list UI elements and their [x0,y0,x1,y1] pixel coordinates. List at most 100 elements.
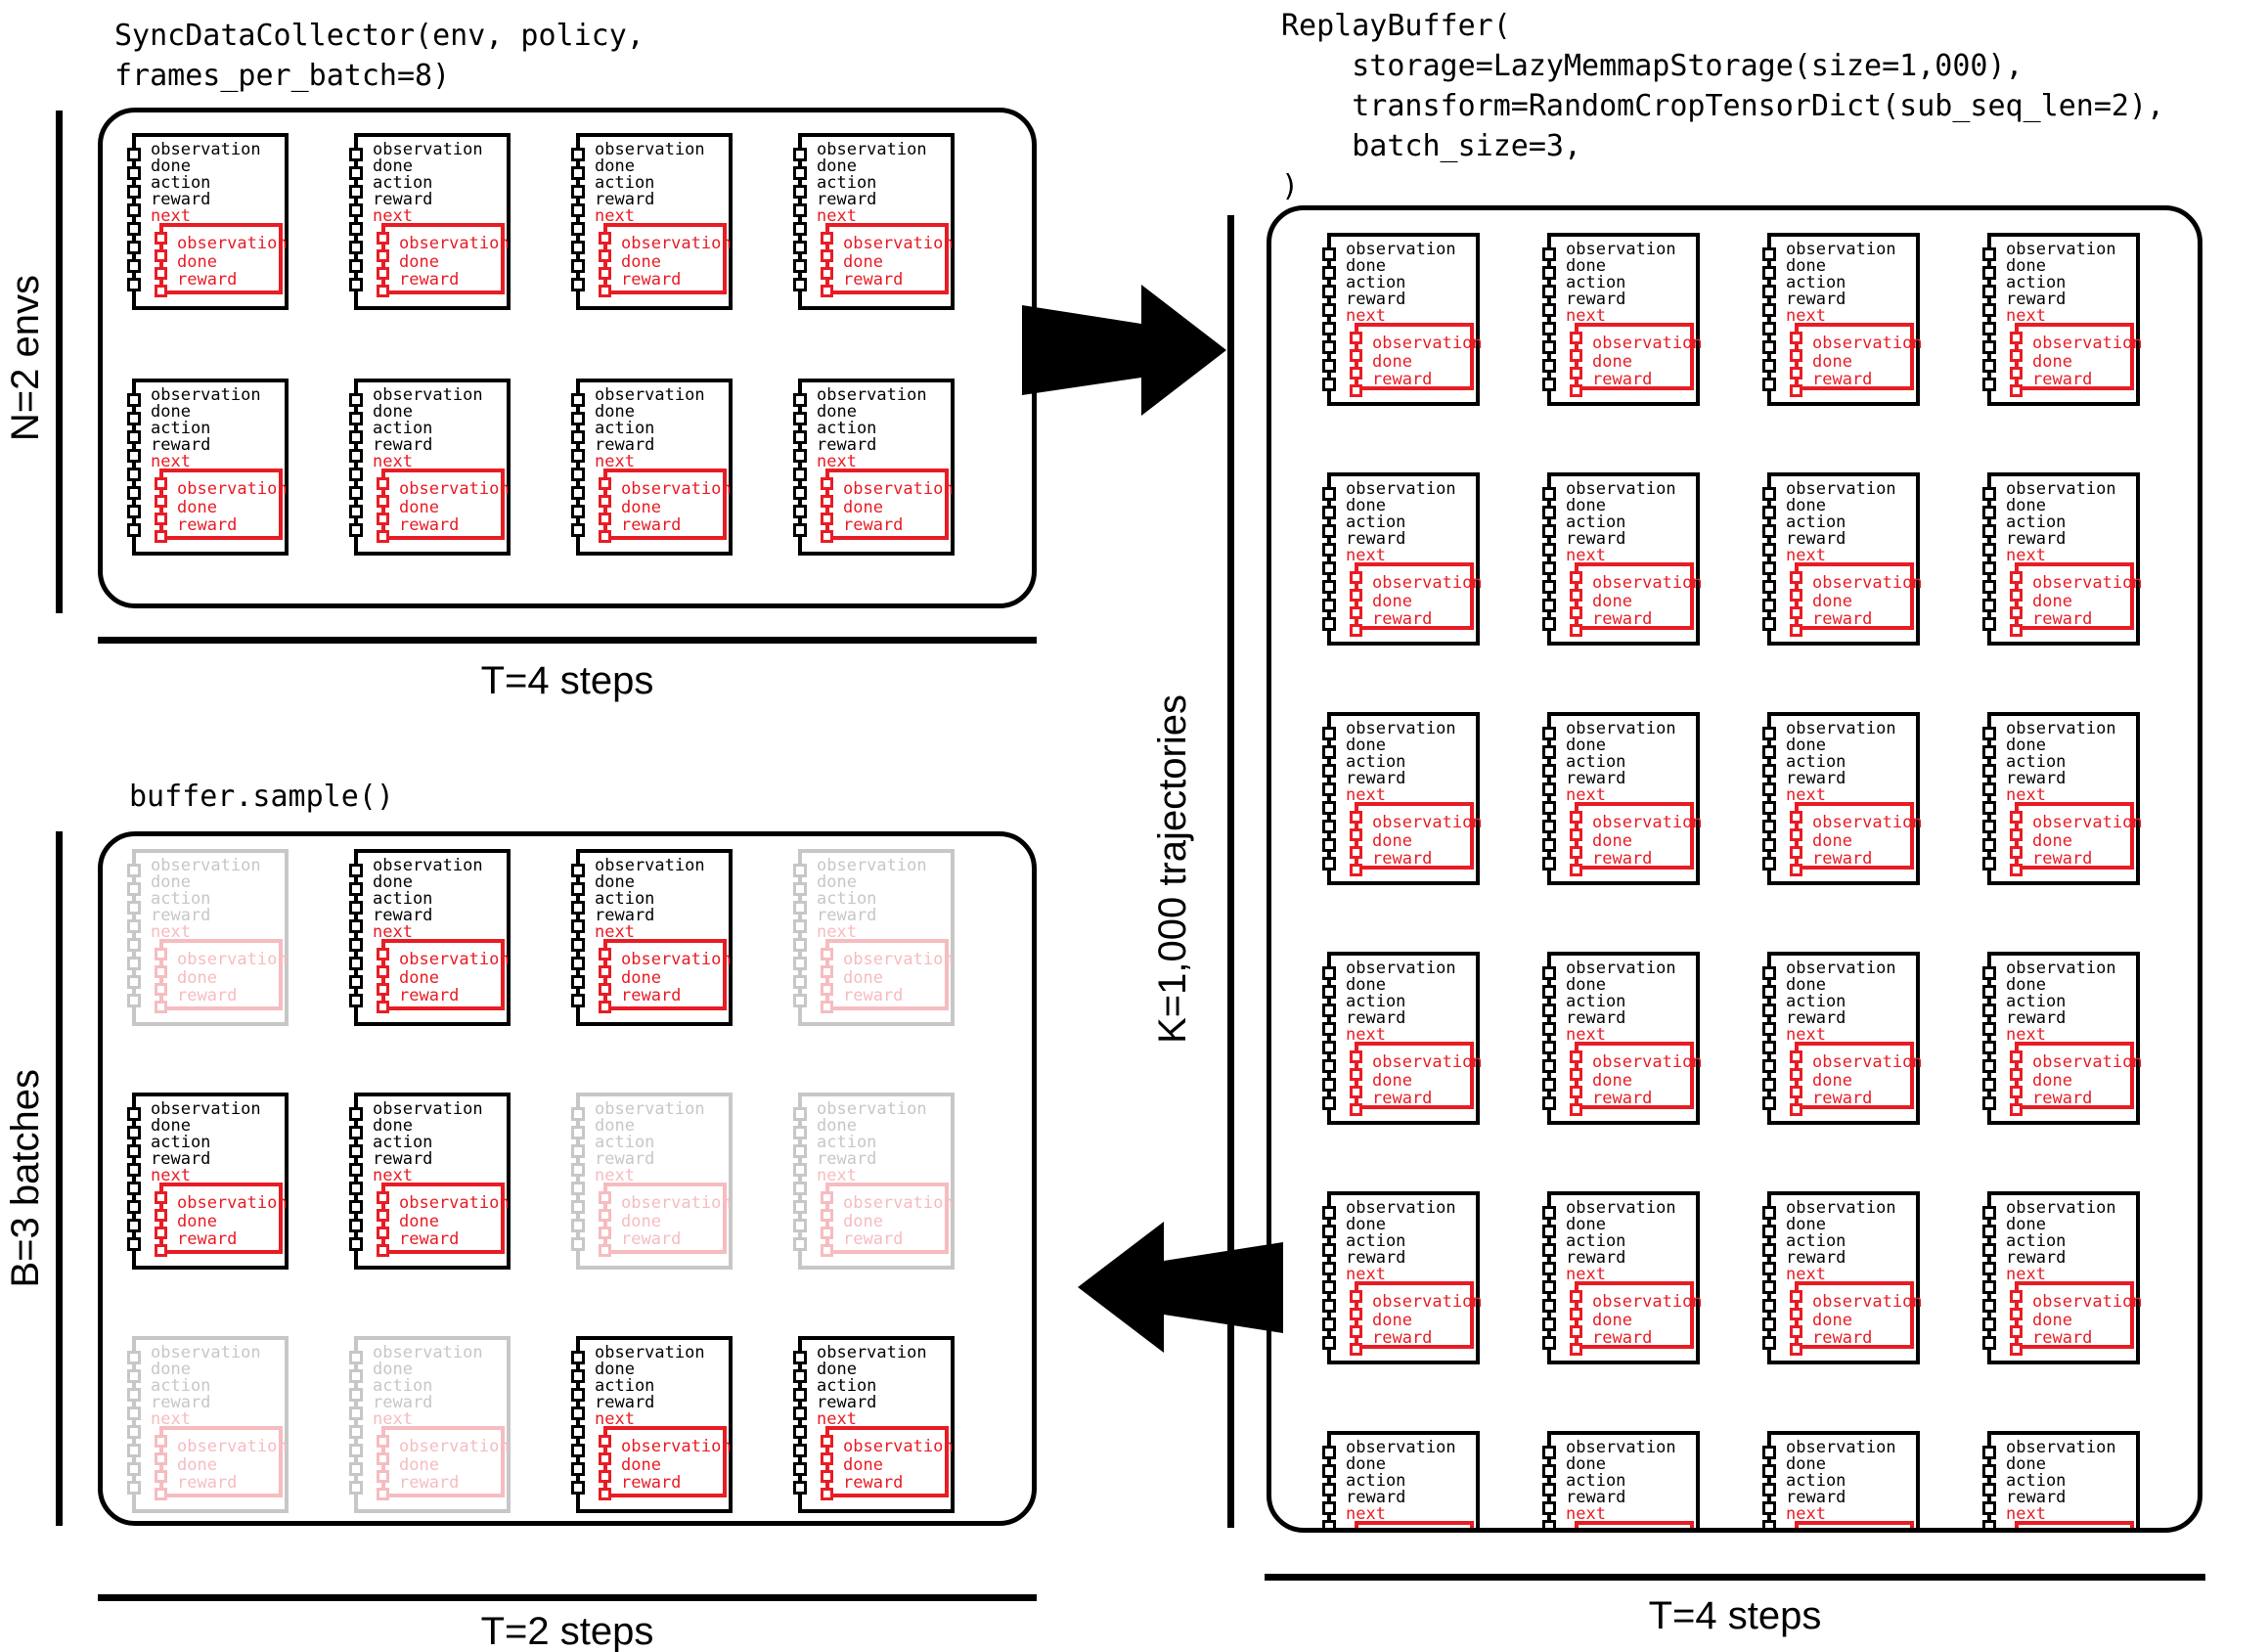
binding-square-icon [349,430,363,444]
binding-square-icon [127,975,141,989]
card-field-label: done [399,967,439,988]
binding-square-icon [1790,828,1802,841]
card-field-label: observation [1346,479,1456,499]
card-field-label: observation [1372,1292,1483,1312]
binding-square-icon [1542,1059,1556,1073]
binding-square-icon [793,203,807,217]
binding-square-icon [1762,1059,1776,1073]
binding-square-icon [1762,322,1776,335]
binding-square-icon [349,1200,363,1214]
binding-square-icon [793,166,807,180]
binding-square-icon [1542,1520,1556,1528]
binding-square-icon [821,249,833,262]
collector-code-title: SyncDataCollector(env, policy, frames_pe… [114,16,645,96]
binding-square-icon [1762,543,1776,557]
binding-square-icon [1982,801,1996,815]
binding-square-icon [127,241,141,254]
card-field-label: observation [1566,719,1676,738]
binding-square-icon [1322,303,1336,317]
binding-square-icon [1322,782,1336,796]
binding-square-icon [1982,857,1996,871]
binding-square-icon [793,994,807,1007]
binding-square-icon [1322,764,1336,778]
binding-square-icon [2010,1343,2023,1356]
card-field-label: reward [2006,1248,2067,1268]
card-field-label: done [1372,591,1412,611]
binding-square-icon [155,1001,167,1013]
tensordict-card: observationdoneactionrewardnextobservati… [1542,1431,1700,1528]
binding-square-icon [1322,1501,1336,1515]
card-field-label: observation [2032,334,2143,353]
binding-square-icon [127,166,141,180]
binding-square-icon [377,1244,389,1257]
tensordict-card: observationdoneactionrewardnextobservati… [1762,1431,1920,1528]
binding-square-icon [1762,1464,1776,1478]
binding-square-icon [349,1425,363,1439]
card-field-label: done [621,251,661,272]
binding-square-icon [2010,571,2023,584]
card-field-label: observation [1786,240,1896,259]
binding-square-icon [1762,247,1776,261]
card-field-label: done [1346,256,1386,276]
binding-square-icon [1982,966,1996,980]
binding-square-icon [1322,1483,1336,1496]
replay-steps-axis-line [1265,1574,2205,1581]
card-field-label: observation [1346,240,1456,259]
binding-square-icon [349,1219,363,1232]
binding-square-icon [571,1144,585,1158]
binding-square-icon [571,222,585,236]
card-field-label: action [1346,513,1406,532]
binding-square-icon [821,1227,833,1239]
card-next-label: next [595,452,635,471]
binding-square-icon [1982,1317,1996,1331]
binding-square-icon [377,1209,389,1222]
binding-square-icon [155,232,167,245]
binding-square-icon [821,513,833,525]
binding-square-icon [793,1182,807,1195]
card-field-label: done [2032,351,2072,372]
binding-square-icon [571,1219,585,1232]
binding-square-icon [349,994,363,1007]
card-field-label: done [151,872,191,892]
card-field-label: action [2006,1471,2067,1491]
binding-square-icon [1982,1041,1996,1054]
binding-square-icon [793,1163,807,1177]
card-field-label: observation [1786,479,1896,499]
binding-square-icon [377,232,389,245]
card-field-label: done [621,1454,661,1475]
card-field-label: observation [1812,573,1923,593]
sample-steps-axis-line [98,1594,1037,1601]
binding-square-icon [155,983,167,996]
binding-square-icon [1982,1483,1996,1496]
binding-square-icon [571,1351,585,1364]
binding-square-icon [1982,1336,1996,1350]
card-field-label: done [843,967,883,988]
binding-square-icon [599,285,611,297]
binding-square-icon [821,1435,833,1448]
binding-square-icon [127,994,141,1007]
card-field-label: action [817,419,877,438]
card-field-label: done [1786,1454,1826,1474]
card-field-label: reward [595,435,655,455]
binding-square-icon [1350,349,1362,362]
binding-square-icon [1570,1103,1582,1116]
card-field-label: reward [1372,1328,1433,1348]
